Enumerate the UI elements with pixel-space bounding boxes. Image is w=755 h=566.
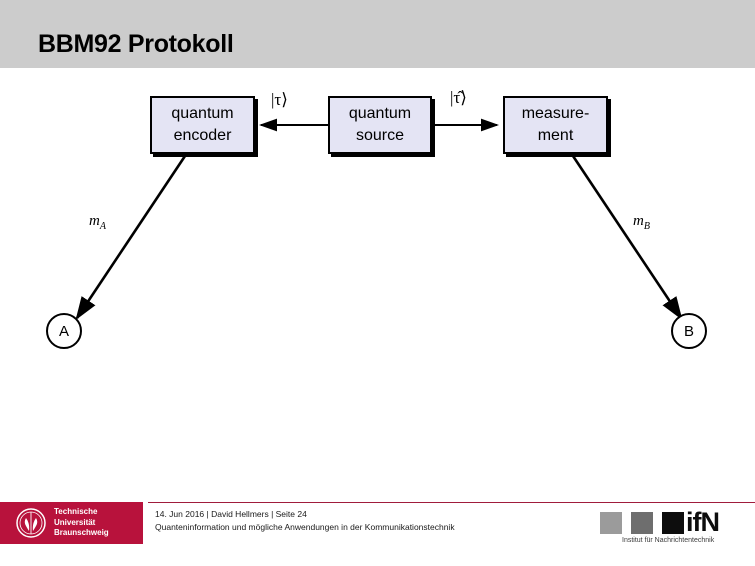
output-label-m-a: mA [89,213,106,232]
edge-encoder-to-party-a [75,155,187,321]
protocol-diagram: quantum encoder quantum source measure- … [0,68,755,488]
footer-line-2: Quanteninformation und mögliche Anwendun… [155,522,455,533]
endpoint-party-a[interactable]: A [46,313,82,349]
edge-measurement-to-party-b [571,155,683,321]
node-quantum-encoder[interactable]: quantum encoder [150,96,255,154]
node-quantum-source[interactable]: quantum source [328,96,432,154]
node-quantum-encoder-line2: encoder [173,127,232,144]
edge-label-ket-tau-hat: |τ̂⟩ [450,88,467,107]
tu-logo-line3: Braunschweig [54,528,109,538]
node-measurement[interactable]: measure- ment [503,96,608,154]
ifn-square-mid [631,512,653,534]
node-quantum-source-line2: source [355,127,405,144]
page-title: BBM92 Protokoll [38,30,234,58]
tu-logo-line1: Technische [54,507,98,516]
output-label-m-b-symbol: m [633,213,644,229]
node-measurement-line2: ment [537,127,574,144]
node-quantum-source-line1: quantum [348,105,412,123]
ifn-subtitle: Institut für Nachrichtentechnik [622,537,715,544]
footer-line-1: 14. Jun 2016 | David Hellmers | Seite 24 [155,509,307,519]
ifn-square-light [600,512,622,534]
edge-label-ket-tau: |τ⟩ [271,90,288,109]
tu-logo-line2: Universität [54,517,96,527]
output-label-m-a-subscript: A [99,221,106,232]
tu-braunschweig-logo: Technische Universität Braunschweig [0,502,143,544]
endpoint-party-b[interactable]: B [671,313,707,349]
node-measurement-line1: measure- [521,105,590,123]
header-band [0,0,755,68]
ifn-logo: ifN Institut für Nachrichtentechnik [600,507,750,552]
footer-divider [148,502,755,503]
node-quantum-encoder-line1: quantum [171,105,234,123]
tu-logo-text: Technische Universität Braunschweig [54,507,109,539]
tu-seal-icon [16,508,46,538]
diagram-connectors [75,118,683,321]
footer-meta: 14. Jun 2016 | David Hellmers | Seite 24… [155,508,455,534]
ifn-square-dark [662,512,684,534]
output-label-m-b: mB [633,213,650,232]
ifn-wordmark: ifN [686,507,720,537]
output-label-m-a-symbol: m [89,213,100,229]
output-label-m-b-subscript: B [643,221,650,232]
